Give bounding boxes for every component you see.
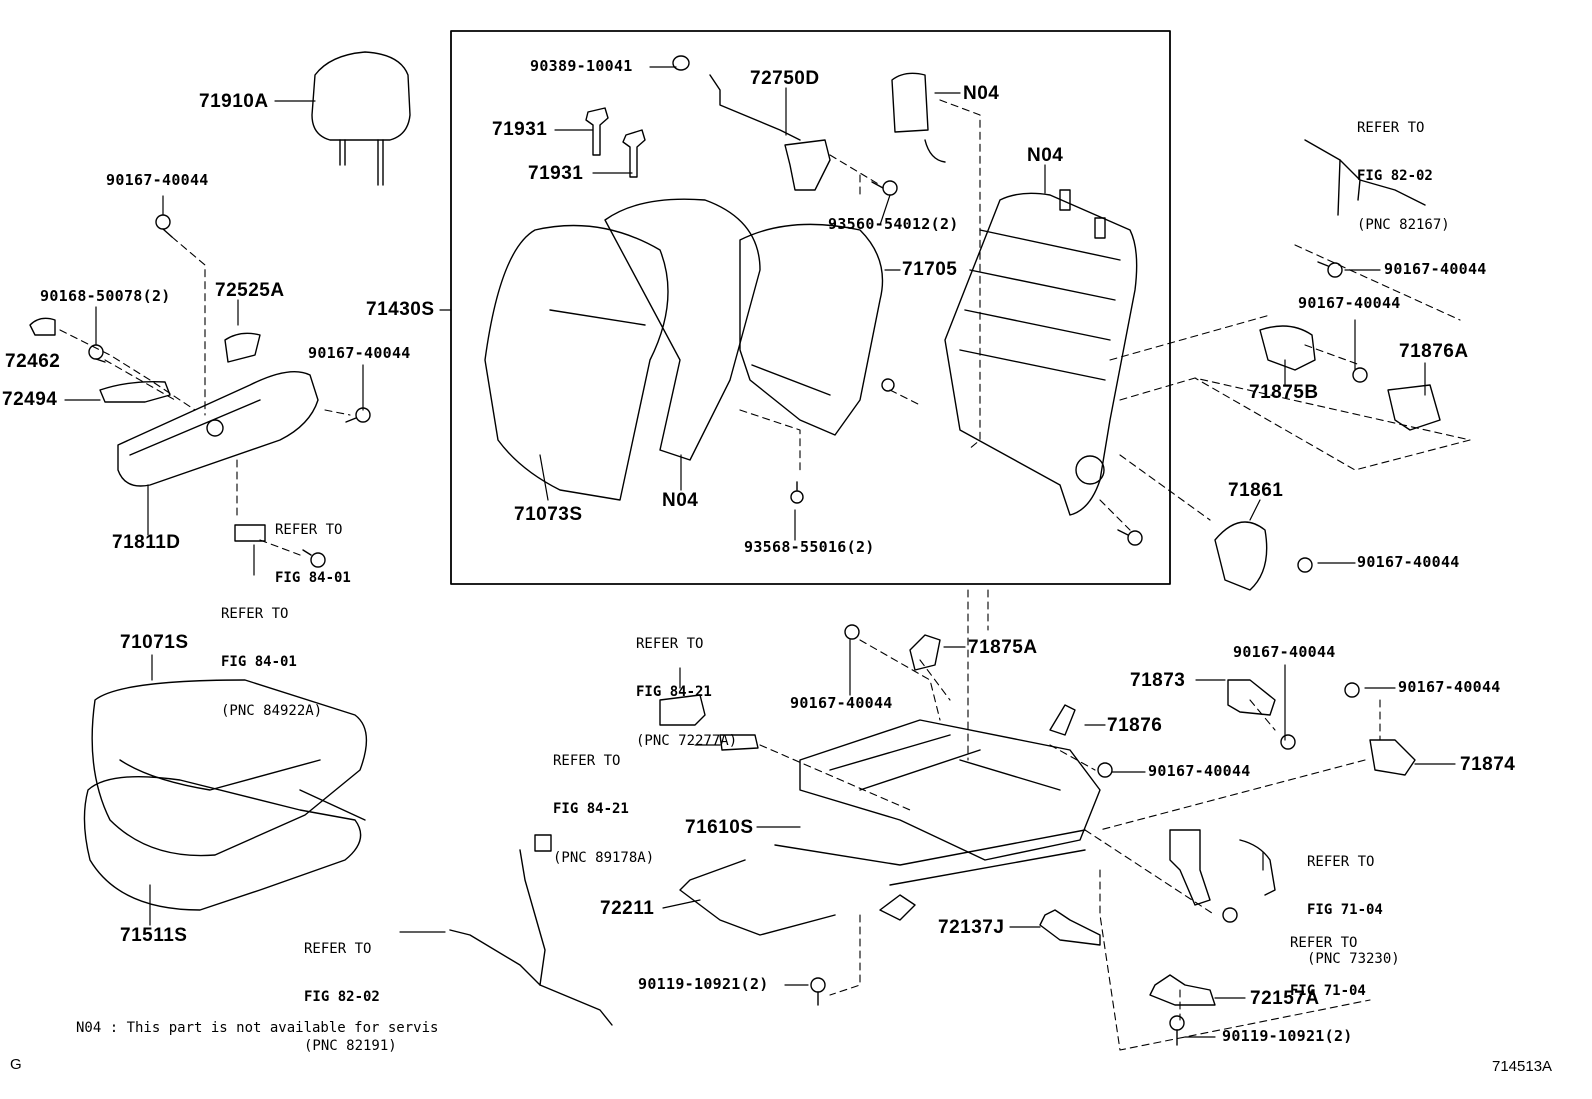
cover-72157A-drawing bbox=[1149, 974, 1216, 1006]
part-label-90167-40044-d: 90167-40044 bbox=[1298, 294, 1401, 312]
seat-cushion-drawing bbox=[83, 679, 368, 911]
part-label-72211: 72211 bbox=[600, 898, 655, 919]
diagram-code: 714513A bbox=[1492, 1058, 1553, 1075]
refer-to-fig-84-21-a: REFER TO FIG 84-21 (PNC 72277A) bbox=[636, 636, 738, 749]
corner-letter: G bbox=[10, 1056, 22, 1073]
part-label-N04-airbag: N04 bbox=[963, 83, 1000, 104]
part-label-72750D: 72750D bbox=[750, 68, 820, 89]
part-label-71811D: 71811D bbox=[112, 532, 181, 553]
part-label-72157A: 72157A bbox=[1250, 988, 1320, 1009]
part-label-93568-55016: 93568-55016(2) bbox=[744, 538, 875, 556]
part-label-90168-50078: 90168-50078(2) bbox=[40, 287, 171, 305]
part-label-90119-10921-a: 90119-10921(2) bbox=[638, 975, 769, 993]
leader-lines bbox=[64, 66, 1456, 1038]
part-label-90119-10921-b: 90119-10921(2) bbox=[1222, 1027, 1353, 1045]
rod-72211-drawing bbox=[679, 859, 836, 936]
airbag-module-drawing bbox=[891, 72, 946, 163]
refer-to-fig-84-01-a: REFER TO FIG 84-01 bbox=[275, 522, 351, 587]
part-label-71910A: 71910A bbox=[199, 91, 269, 112]
part-label-71931-b: 71931 bbox=[528, 163, 584, 184]
part-label-71876A: 71876A bbox=[1399, 341, 1469, 362]
headrest-supports-drawing bbox=[585, 107, 646, 178]
part-label-90167-40044-i: 90167-40044 bbox=[1148, 762, 1251, 780]
part-label-90167-40044-b: 90167-40044 bbox=[308, 344, 411, 362]
part-label-N04-frame: N04 bbox=[1027, 145, 1064, 166]
part-label-72494: 72494 bbox=[2, 389, 58, 410]
part-label-71610S: 71610S bbox=[685, 817, 754, 838]
headrest-drawing bbox=[311, 51, 411, 186]
part-label-71931-a: 71931 bbox=[492, 119, 548, 140]
bracket-71876-drawing bbox=[1049, 704, 1076, 736]
part-label-72462: 72462 bbox=[5, 351, 61, 372]
part-label-71861: 71861 bbox=[1228, 480, 1284, 501]
part-label-71876: 71876 bbox=[1107, 715, 1163, 736]
part-label-90167-40044-g: 90167-40044 bbox=[1233, 643, 1336, 661]
refer-to-fig-71-04-b: REFER TO FIG 71-04 bbox=[1290, 935, 1366, 1000]
part-label-90167-40044-h: 90167-40044 bbox=[1398, 678, 1501, 696]
part-label-71874: 71874 bbox=[1460, 754, 1516, 775]
part-label-71430S: 71430S bbox=[366, 299, 435, 320]
footnote-n04: N04 : This part is not available for ser… bbox=[76, 1020, 439, 1036]
part-label-N04-cover: N04 bbox=[662, 490, 699, 511]
part-label-90167-40044-f: 90167-40044 bbox=[790, 694, 893, 712]
part-label-90167-40044-a: 90167-40044 bbox=[106, 171, 209, 189]
refer-to-fig-82-02-b: REFER TO FIG 82-02 (PNC 82191) bbox=[304, 941, 397, 1054]
part-label-71511S: 71511S bbox=[120, 925, 188, 946]
part-label-71875A: 71875A bbox=[968, 637, 1038, 658]
part-label-71873: 71873 bbox=[1130, 670, 1186, 691]
seatback-frame-drawing bbox=[944, 189, 1138, 516]
connector-drawings bbox=[449, 694, 759, 1026]
part-label-72137J: 72137J bbox=[938, 917, 1005, 938]
seat-adjuster-drawing bbox=[774, 719, 1101, 921]
seatback-cover-drawing bbox=[484, 198, 884, 501]
part-label-90389-10041: 90389-10041 bbox=[530, 57, 633, 75]
part-label-71705: 71705 bbox=[902, 259, 958, 280]
part-label-71071S: 71071S bbox=[120, 632, 189, 653]
part-label-72525A: 72525A bbox=[215, 280, 285, 301]
part-label-90167-40044-e: 90167-40044 bbox=[1357, 553, 1460, 571]
recliner-cover-drawing bbox=[29, 317, 319, 542]
part-label-71073S: 71073S bbox=[514, 504, 583, 525]
refer-to-fig-84-01-b: REFER TO FIG 84-01 (PNC 84922A) bbox=[221, 606, 323, 719]
bolts bbox=[88, 55, 1368, 1046]
refer-to-fig-82-02-a: REFER TO FIG 82-02 (PNC 82167) bbox=[1357, 120, 1450, 233]
cover-72137J-drawing bbox=[1039, 909, 1101, 946]
seatback-group-frame bbox=[450, 30, 1171, 585]
refer-to-fig-71-04-a: REFER TO FIG 71-04 (PNC 73230) bbox=[1307, 854, 1400, 967]
refer-to-fig-84-21-b: REFER TO FIG 84-21 (PNC 89178A) bbox=[553, 753, 655, 866]
assembly-lines bbox=[59, 99, 1471, 1051]
part-label-93560-54012: 93560-54012(2) bbox=[828, 215, 959, 233]
right-side-parts-drawing bbox=[1169, 139, 1441, 906]
bracket-71875A-drawing bbox=[909, 634, 941, 671]
harness-72750D-drawing bbox=[709, 74, 831, 191]
part-label-71875B: 71875B bbox=[1249, 382, 1319, 403]
part-label-90167-40044-c: 90167-40044 bbox=[1384, 260, 1487, 278]
